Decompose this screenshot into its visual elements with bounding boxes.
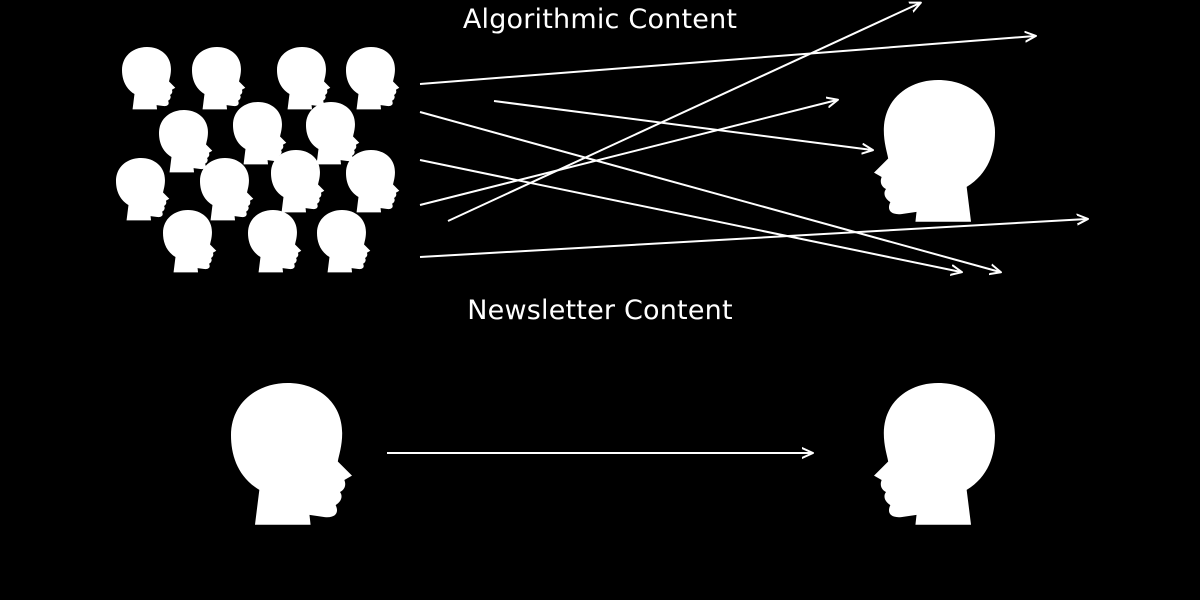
algorithmic-content-label: Algorithmic Content <box>462 4 738 35</box>
crowd-head-icon <box>116 158 170 221</box>
crowd-head-icon <box>271 150 325 213</box>
arrow-icon <box>419 159 961 272</box>
crowd-head-icon <box>233 102 287 165</box>
crowd-group <box>116 47 400 273</box>
crowd-head-icon <box>277 47 331 110</box>
crowd-head-icon <box>122 47 176 110</box>
crowd-head-icon <box>192 47 246 110</box>
crowd-head-icon <box>248 210 302 273</box>
arrow-icon <box>447 3 920 222</box>
newsletter-content-label: Newsletter Content <box>467 295 733 326</box>
arrow-icon <box>419 100 837 206</box>
crowd-head-icon <box>346 150 400 213</box>
arrow-icon <box>493 100 872 150</box>
crowd-head-icon <box>163 210 217 273</box>
sender-head-icon <box>231 383 352 525</box>
arrow-icon <box>419 219 1087 258</box>
crowd-head-icon <box>317 210 371 273</box>
crowd-head-icon <box>306 102 360 165</box>
crowd-head-icon <box>346 47 400 110</box>
crowd-head-icon <box>200 158 254 221</box>
crowd-head-icon <box>159 110 213 173</box>
arrow-icon <box>419 111 1000 272</box>
newsletter-receiver-head-icon <box>874 383 995 525</box>
receiver-head-icon <box>874 80 995 222</box>
algorithmic-arrows <box>419 3 1087 272</box>
arrow-icon <box>419 36 1035 85</box>
